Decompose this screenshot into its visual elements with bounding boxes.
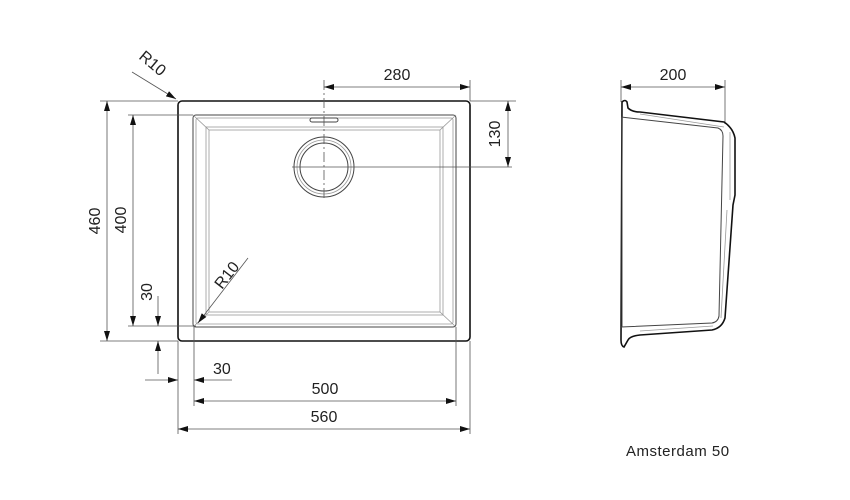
bowl-bottom	[208, 129, 441, 313]
side-view: 200	[620, 67, 736, 348]
dim-30-horizontal: 30	[213, 361, 231, 378]
bowl-outline	[192, 114, 457, 328]
dim-500: 500	[312, 381, 339, 398]
dim-280: 280	[384, 67, 411, 84]
dim-560: 560	[311, 409, 338, 426]
drain-hole	[292, 80, 512, 200]
dim-460: 460	[87, 208, 104, 235]
dim-400: 400	[113, 207, 130, 234]
side-profile	[620, 99, 736, 348]
dim-200: 200	[660, 67, 687, 84]
top-view: R10 R10 280 130 460 400 30 30	[87, 48, 516, 434]
dim-130: 130	[487, 121, 504, 148]
dim-r10-inner: R10	[212, 259, 244, 293]
dim-30-vertical: 30	[139, 283, 156, 301]
model-name: Amsterdam 50	[626, 443, 730, 460]
dim-r10-outer: R10	[135, 48, 168, 80]
